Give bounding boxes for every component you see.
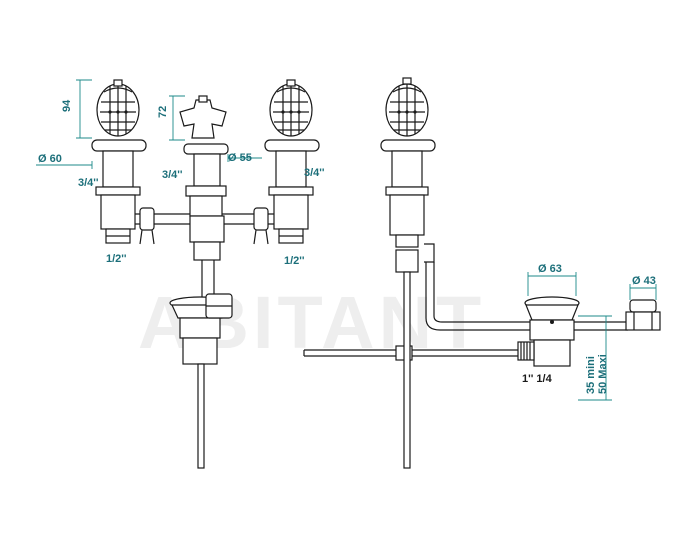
center-mixer — [189, 195, 223, 217]
right-body — [275, 150, 307, 188]
side-outlet — [395, 234, 419, 248]
side-mixer — [395, 249, 419, 273]
dim-line-43 — [629, 284, 657, 300]
dim-front-left-inlet: 3/4'' — [78, 177, 99, 189]
left-nut — [95, 186, 141, 196]
dim-side-knob-diameter: Ø 43 — [632, 275, 656, 287]
dim-line-55 — [227, 154, 262, 162]
dim-line-72 — [169, 95, 185, 141]
dim-line-63 — [527, 272, 577, 296]
left-body — [102, 150, 134, 188]
side-handle-head — [385, 77, 429, 137]
center-lever — [179, 95, 227, 139]
center-body — [193, 153, 221, 187]
left-lower-body — [100, 194, 136, 230]
side-waste — [517, 296, 580, 367]
dim-front-head-diameter: Ø 60 — [38, 153, 62, 165]
center-nut — [185, 185, 227, 197]
side-knob — [625, 299, 661, 331]
dim-line-min-max — [578, 315, 612, 401]
dim-line-60 — [36, 161, 93, 169]
dim-front-left-outlet: 1/2'' — [106, 253, 127, 265]
right-nut — [268, 186, 314, 196]
right-lower-body — [273, 194, 309, 230]
dim-front-center-inlet: 3/4'' — [162, 169, 183, 181]
dim-front-right-inlet: 3/4'' — [304, 167, 325, 179]
side-flange — [380, 139, 436, 152]
dim-side-waste-min: 35 mini — [585, 356, 597, 394]
side-vertical-rod — [403, 271, 411, 469]
center-flange — [183, 143, 229, 155]
right-flange — [264, 139, 320, 152]
side-pop-up-rod — [425, 262, 628, 331]
dim-front-spout-height: 72 — [157, 106, 169, 118]
dim-line-94 — [76, 79, 92, 139]
dim-front-right-outlet: 1/2'' — [284, 255, 305, 267]
side-nut — [385, 186, 429, 196]
dim-front-head-height: 94 — [61, 99, 73, 112]
dim-side-waste-max: 50 Maxi — [597, 354, 609, 394]
left-handle-head — [96, 79, 140, 137]
side-lower-body — [389, 194, 425, 236]
dim-side-waste-thread: 1'' 1/4 — [522, 373, 553, 385]
front-view: 94 Ø 60 3/4'' 72 Ø 55 3/4'' 3/4'' 1/2'' … — [36, 79, 325, 469]
left-flange — [91, 139, 147, 152]
right-handle-head — [269, 79, 313, 137]
center-lower-valve — [189, 215, 225, 243]
side-view: Ø 63 Ø 43 1'' 1/4 35 mini 50 Maxi — [303, 77, 661, 469]
front-waste — [169, 293, 233, 469]
connecting-pipes — [135, 213, 274, 225]
dim-side-waste-diameter: Ø 63 — [538, 263, 562, 275]
dim-front-spout-diameter: Ø 55 — [228, 152, 252, 164]
side-body — [391, 150, 423, 188]
center-outlet — [193, 241, 221, 261]
side-elbow-top — [424, 243, 435, 263]
